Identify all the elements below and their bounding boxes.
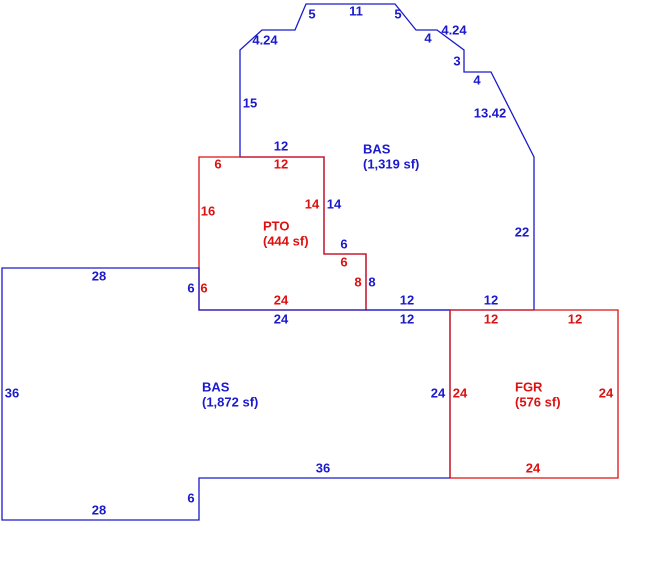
dimension-label: 6 xyxy=(340,254,347,269)
dimension-label: 36 xyxy=(316,460,330,475)
dimension-label: 11 xyxy=(349,3,363,18)
dimension-label: 6 xyxy=(214,156,221,171)
dimension-label: 28 xyxy=(92,502,106,517)
dimension-label: 6 xyxy=(340,236,347,251)
dimension-label: 12 xyxy=(400,292,414,307)
dimension-label: 36 xyxy=(5,385,19,400)
dimension-label: 16 xyxy=(201,203,215,218)
dimension-label: 5 xyxy=(308,6,315,21)
dimension-label: 5 xyxy=(394,6,401,21)
dimension-label: 24 xyxy=(431,385,446,400)
dimension-label: 4 xyxy=(424,30,432,45)
dimension-label: 4 xyxy=(473,72,481,87)
dimension-label: 15 xyxy=(243,95,257,110)
dimension-label: 24 xyxy=(526,460,541,475)
bas-upper-name: BAS xyxy=(363,141,391,156)
fgr-outline xyxy=(449,309,619,479)
fgr-size: (576 sf) xyxy=(515,394,561,409)
dimension-label: 28 xyxy=(92,268,106,283)
bas-upper-size: (1,319 sf) xyxy=(363,156,419,171)
dimension-label: 12 xyxy=(484,292,498,307)
dimension-label: 24 xyxy=(274,311,289,326)
dimension-label: 12 xyxy=(400,311,414,326)
pto-name: PTO xyxy=(263,218,290,233)
dimension-label: 6 xyxy=(187,490,194,505)
dimension-label: 12 xyxy=(274,156,288,171)
dimension-label: 12 xyxy=(568,311,582,326)
dimension-label: 14 xyxy=(305,196,320,211)
dimension-label: 4.24 xyxy=(252,32,278,47)
bas-lower-size: (1,872 sf) xyxy=(202,394,258,409)
dimension-label: 8 xyxy=(354,274,361,289)
dimension-label: 14 xyxy=(327,196,342,211)
dimension-label: 13.42 xyxy=(474,105,507,120)
dimension-label: 6 xyxy=(187,280,194,295)
dimension-label: 3 xyxy=(453,53,460,68)
dimension-label: 22 xyxy=(515,224,529,239)
dimension-label: 4.24 xyxy=(441,22,467,37)
dimension-label: 6 xyxy=(200,280,207,295)
dimension-label: 12 xyxy=(274,138,288,153)
dimension-label: 12 xyxy=(484,311,498,326)
dimension-label: 8 xyxy=(368,274,375,289)
dimension-label: 24 xyxy=(453,385,468,400)
pto-size: (444 sf) xyxy=(263,233,309,248)
dimension-label: 24 xyxy=(274,292,289,307)
dimension-label: 24 xyxy=(599,385,614,400)
bas-lower-name: BAS xyxy=(202,379,230,394)
fgr-name: FGR xyxy=(515,379,543,394)
